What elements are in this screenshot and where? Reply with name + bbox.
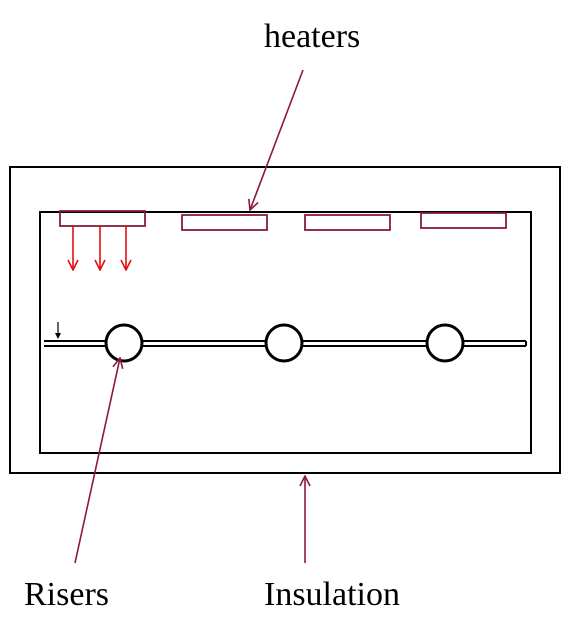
heat-arrows: [73, 226, 126, 270]
absorber-plate: [44, 322, 527, 363]
heater-2: [181, 214, 268, 231]
heater-1: [59, 210, 146, 227]
riser-1: [104, 323, 144, 363]
heaters-label: heaters: [264, 18, 361, 55]
absorber-plate-line: [44, 340, 527, 347]
heaters-leader: [250, 69, 304, 210]
insulation-label: Insulation: [264, 576, 400, 613]
heaters-group: [59, 210, 507, 231]
heater-4: [420, 212, 507, 229]
insulation-box: [9, 166, 561, 474]
heater-3: [304, 214, 391, 231]
riser-3: [425, 323, 465, 363]
riser-2: [264, 323, 304, 363]
collector-enclosure: [39, 211, 532, 454]
risers-leader: [74, 358, 120, 564]
risers-label: Risers: [24, 576, 109, 613]
plate-marker-arrowhead: [55, 333, 61, 339]
